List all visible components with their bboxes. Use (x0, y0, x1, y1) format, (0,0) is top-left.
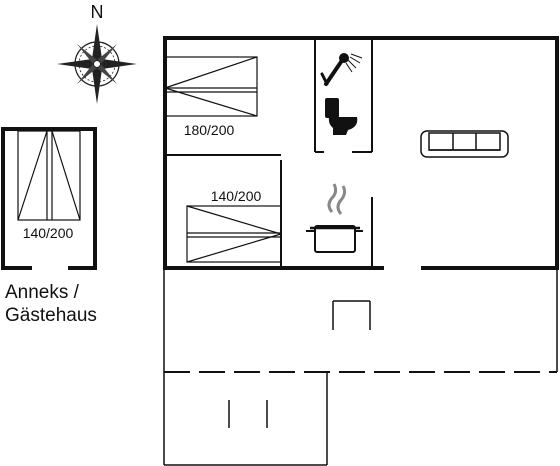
compass-rose-icon (57, 24, 137, 104)
compass-north-label: N (91, 2, 104, 22)
toilet-icon (325, 98, 358, 135)
annex-walls (1, 127, 97, 270)
bed-annex (17, 130, 81, 221)
annex-caption-line2: Gästehaus (5, 305, 97, 326)
sofa-icon (420, 130, 509, 158)
cooking-pot-icon (306, 183, 363, 253)
shower-icon (320, 53, 363, 86)
bed-master-label: 180/200 (184, 122, 235, 138)
bed-annex-label: 140/200 (23, 225, 74, 241)
terrace-outline (163, 268, 558, 466)
annex-caption: Anneks / Gästehaus (5, 281, 97, 327)
annex-caption-line1: Anneks / (5, 282, 79, 303)
bed-second-label: 140/200 (211, 188, 262, 204)
bed-second (186, 205, 282, 263)
bed-master (164, 56, 258, 117)
